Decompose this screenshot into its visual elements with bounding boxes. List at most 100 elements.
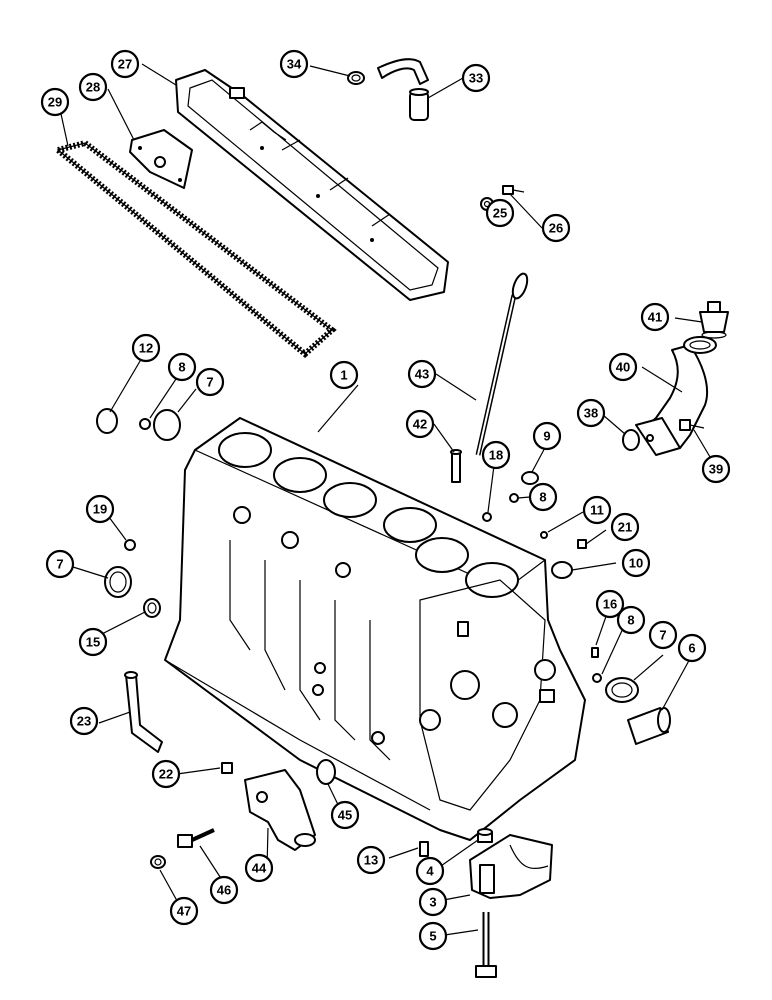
svg-text:5: 5 — [429, 929, 436, 944]
nut-47 — [150, 855, 166, 869]
svg-text:26: 26 — [549, 221, 563, 236]
svg-text:15: 15 — [86, 635, 100, 650]
callout-45: 45 — [330, 800, 360, 830]
callout-12: 12 — [131, 333, 161, 363]
callout-23: 23 — [69, 706, 99, 736]
dowel-4 — [477, 828, 493, 843]
water-outlet-elbow-40 — [635, 336, 717, 456]
callout-9: 9 — [532, 421, 562, 451]
seal-12 — [96, 408, 118, 434]
valve-cover-27 — [175, 69, 449, 301]
seal-7c — [605, 677, 639, 703]
svg-text:41: 41 — [648, 310, 662, 325]
plug-15 — [143, 598, 161, 618]
callout-27: 27 — [110, 49, 140, 79]
callout-13: 13 — [356, 845, 386, 875]
svg-text:13: 13 — [364, 853, 378, 868]
callout-7b: 7 — [45, 549, 75, 579]
callout-8c: 8 — [616, 605, 646, 635]
housing-44 — [244, 769, 316, 851]
svg-text:34: 34 — [287, 57, 302, 72]
callout-5: 5 — [418, 921, 448, 951]
fitting-21 — [577, 539, 587, 549]
svg-text:45: 45 — [338, 808, 352, 823]
callout-19: 19 — [85, 494, 115, 524]
svg-text:6: 6 — [688, 641, 695, 656]
callout-21: 21 — [610, 512, 640, 542]
svg-text:33: 33 — [469, 71, 483, 86]
plug-7a — [153, 409, 181, 441]
svg-text:23: 23 — [77, 714, 91, 729]
svg-text:43: 43 — [415, 367, 429, 382]
svg-text:19: 19 — [93, 502, 107, 517]
callout-26: 26 — [541, 213, 571, 243]
callout-28: 28 — [78, 72, 108, 102]
callout-34: 34 — [279, 49, 309, 79]
svg-text:1: 1 — [340, 368, 347, 383]
svg-text:7: 7 — [659, 628, 666, 643]
svg-text:12: 12 — [139, 341, 153, 356]
callout-25: 25 — [485, 198, 515, 228]
svg-text:7: 7 — [206, 375, 213, 390]
svg-text:25: 25 — [493, 206, 507, 221]
dipstick-tube-42 — [450, 449, 462, 483]
callout-39: 39 — [701, 454, 731, 484]
callout-16: 16 — [595, 589, 625, 619]
svg-text:16: 16 — [603, 597, 617, 612]
callout-29: 29 — [40, 87, 70, 117]
svg-text:29: 29 — [48, 95, 62, 110]
svg-text:10: 10 — [629, 556, 643, 571]
plug-8b — [509, 493, 519, 503]
svg-text:44: 44 — [252, 861, 267, 876]
svg-text:40: 40 — [616, 360, 630, 375]
plug-7b — [104, 566, 132, 598]
callout-4: 4 — [415, 856, 445, 886]
callout-40: 40 — [608, 352, 638, 382]
svg-text:22: 22 — [159, 767, 173, 782]
callout-44: 44 — [244, 853, 274, 883]
svg-text:18: 18 — [489, 448, 503, 463]
bushing-6 — [627, 707, 671, 745]
callout-8a: 8 — [167, 352, 197, 382]
plug-8a — [139, 418, 151, 430]
plug-10 — [551, 561, 573, 579]
plug-19 — [124, 539, 136, 551]
svg-text:38: 38 — [584, 406, 598, 421]
svg-text:42: 42 — [413, 417, 427, 432]
svg-text:9: 9 — [543, 429, 550, 444]
callout-38: 38 — [576, 398, 606, 428]
callout-3: 3 — [418, 887, 448, 917]
callout-11: 11 — [582, 495, 612, 525]
svg-text:8: 8 — [539, 490, 546, 505]
callout-33: 33 — [461, 63, 491, 93]
tube-23 — [124, 671, 163, 753]
svg-text:4: 4 — [426, 864, 434, 879]
svg-text:21: 21 — [618, 520, 632, 535]
plug-13 — [419, 841, 429, 857]
svg-text:47: 47 — [177, 904, 191, 919]
svg-text:39: 39 — [709, 462, 723, 477]
thermostat-cap-41 — [699, 301, 729, 339]
bolt-26 — [502, 185, 525, 195]
callout-7c: 7 — [648, 620, 678, 650]
breather-hose-33 — [377, 58, 429, 121]
callout-15: 15 — [78, 627, 108, 657]
bolt-46 — [177, 828, 215, 848]
callout-47: 47 — [169, 896, 199, 926]
callout-42: 42 — [405, 409, 435, 439]
callout-22: 22 — [151, 759, 181, 789]
dipstick-43 — [475, 272, 529, 456]
callout-18: 18 — [481, 440, 511, 470]
svg-text:3: 3 — [429, 895, 436, 910]
svg-text:7: 7 — [56, 557, 63, 572]
seal-ring-38 — [622, 429, 640, 451]
svg-text:8: 8 — [178, 360, 185, 375]
pin-16 — [591, 647, 599, 658]
svg-text:27: 27 — [118, 57, 132, 72]
bearing-cap-3 — [469, 834, 553, 899]
callout-6: 6 — [677, 633, 707, 663]
callout-7a: 7 — [195, 367, 225, 397]
breather-plate-28 — [129, 129, 193, 189]
bolt-39 — [679, 419, 705, 431]
